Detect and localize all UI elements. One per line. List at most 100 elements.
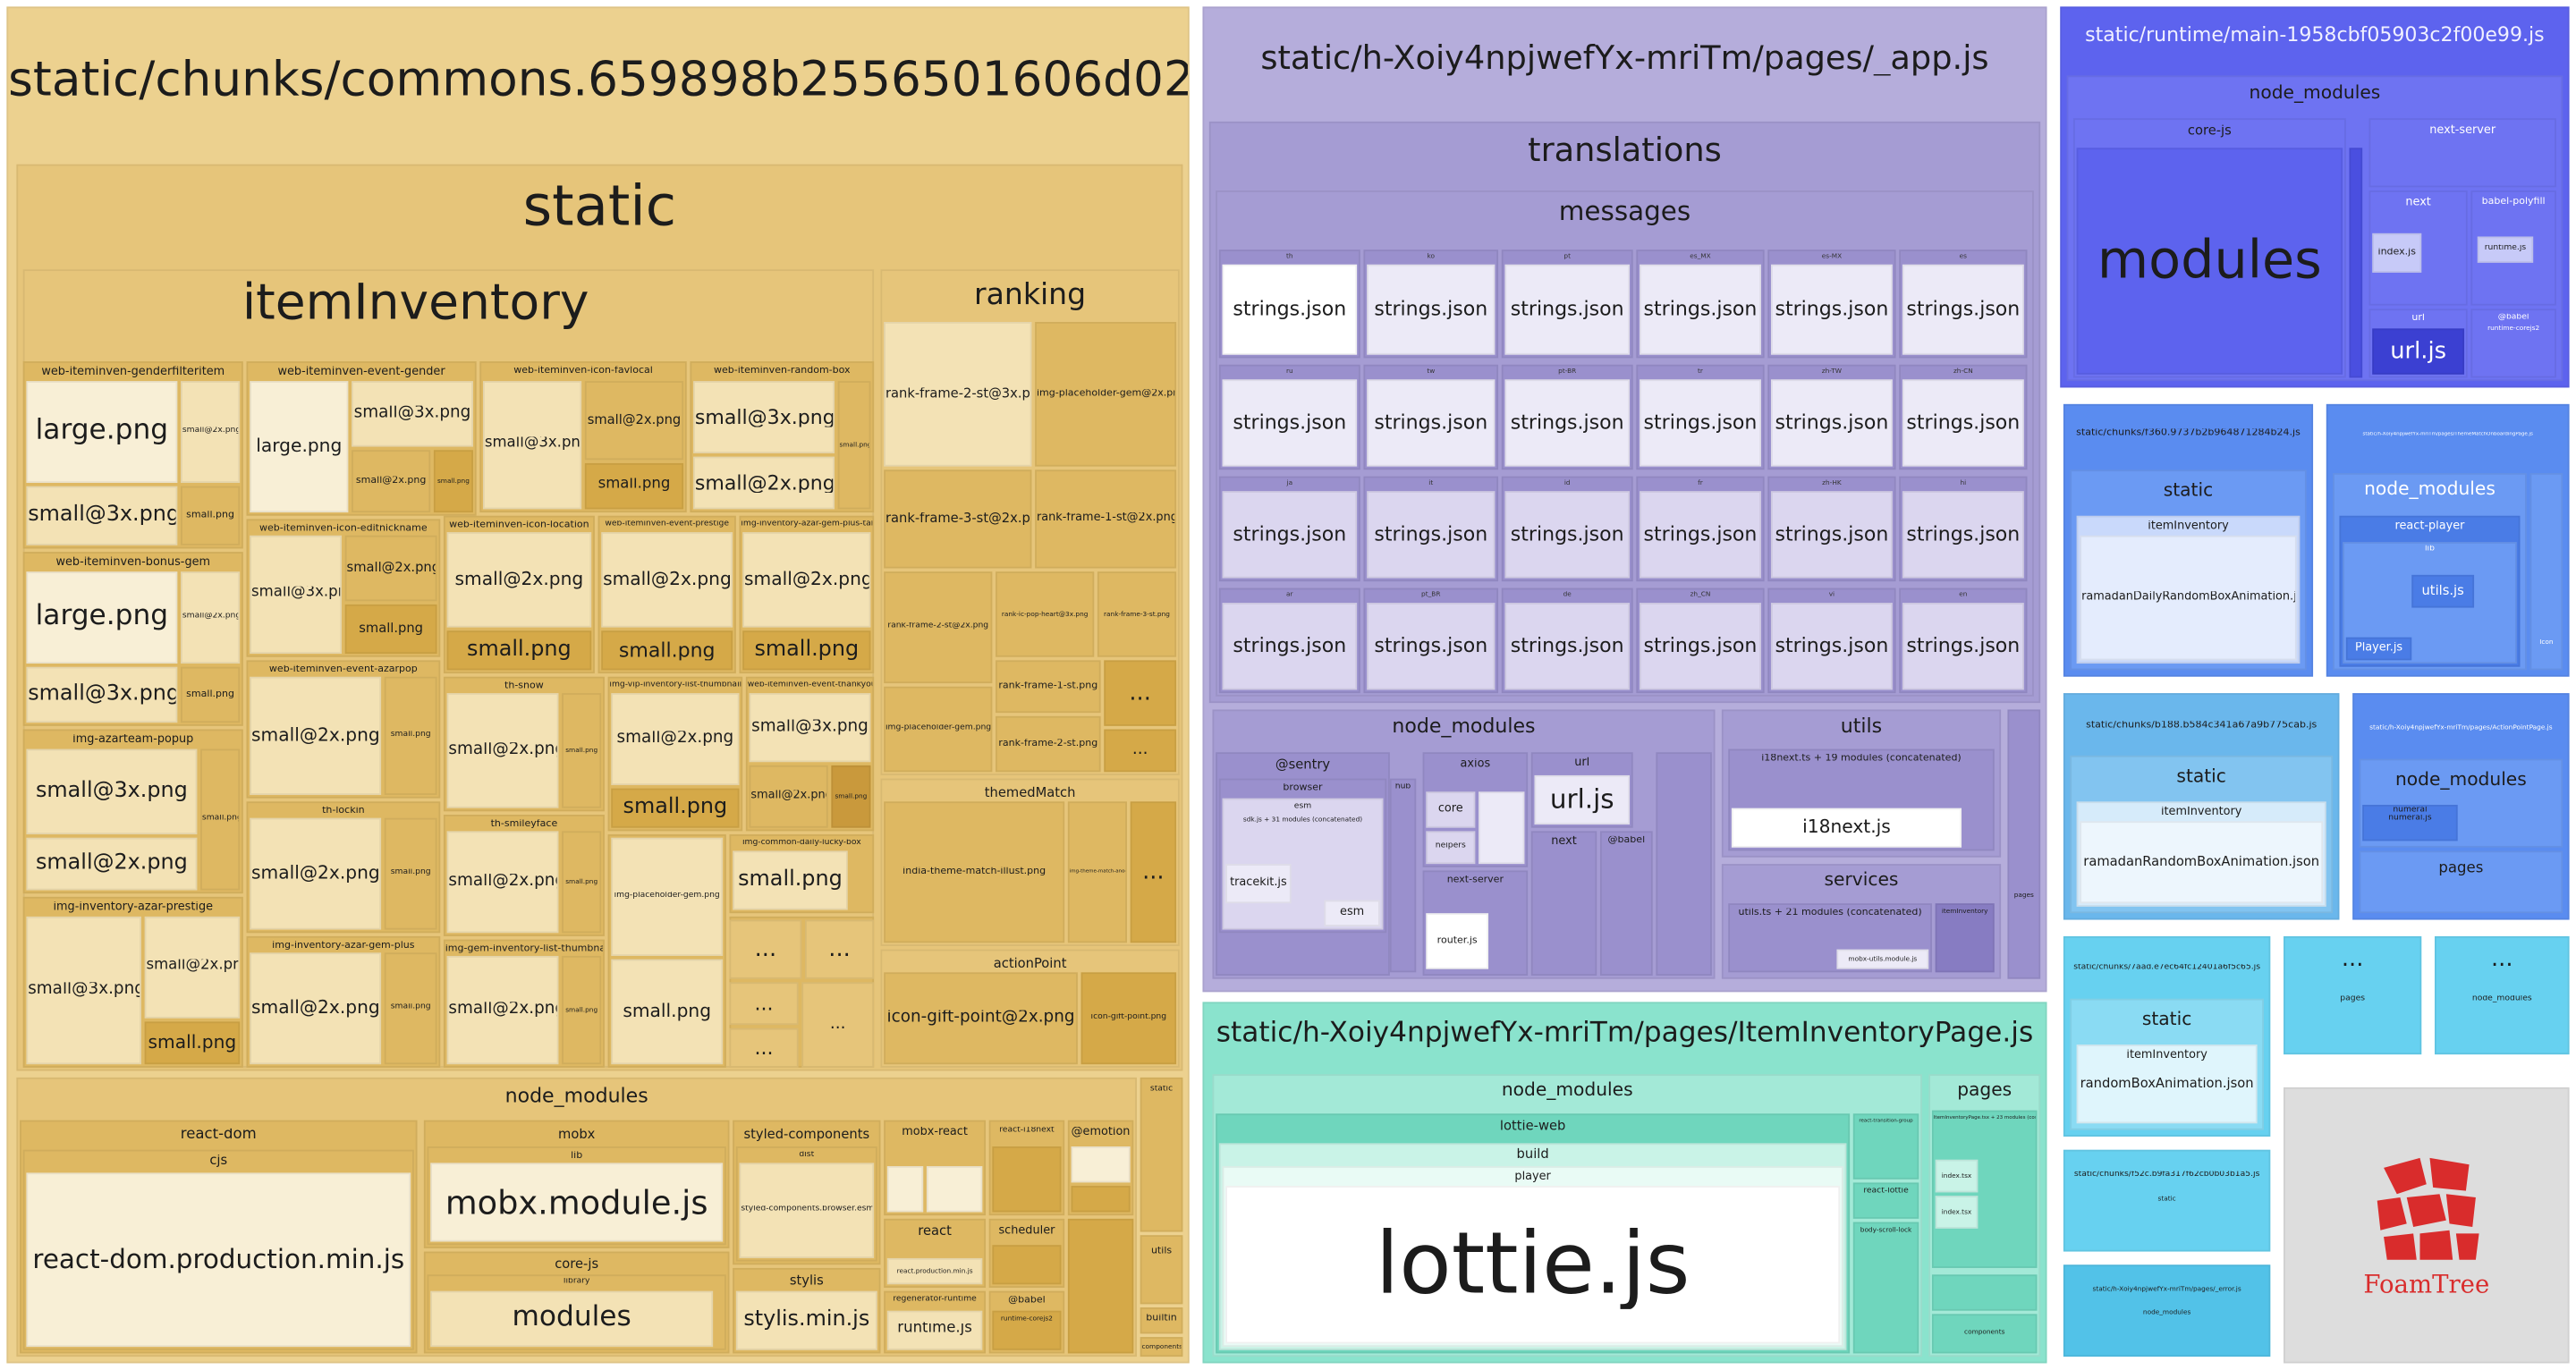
file-small-2x[interactable]: small@2x.png bbox=[446, 831, 559, 934]
runtime-url-js[interactable]: url.js bbox=[2372, 328, 2465, 375]
file-small-3x[interactable]: small@3x.png bbox=[250, 535, 343, 655]
file-small-3x[interactable]: small@3x.png bbox=[26, 748, 198, 835]
file-small-2x[interactable]: small@2x.png bbox=[250, 817, 382, 930]
file-strings-json[interactable]: strings.json bbox=[1640, 491, 1761, 579]
file-icon-gift-2x[interactable]: icon-gift-point@2x.png bbox=[884, 972, 1078, 1065]
file-icon-gift[interactable]: icon-gift-point.png bbox=[1080, 972, 1177, 1065]
file-india-theme[interactable]: india-theme-match-illust.png bbox=[884, 801, 1065, 943]
file-index-tsx[interactable]: index.tsx bbox=[1935, 1159, 1979, 1193]
file-strings-json[interactable]: strings.json bbox=[1504, 491, 1631, 579]
onboarding-side[interactable]: Icon bbox=[2529, 472, 2563, 671]
file-small-3x[interactable]: small@3x.png bbox=[26, 486, 178, 545]
file-strings-json[interactable]: strings.json bbox=[1770, 264, 1893, 355]
file-strings-json[interactable]: strings.json bbox=[1770, 603, 1893, 690]
file-strings-json[interactable]: strings.json bbox=[1902, 491, 2024, 579]
file-strings-json[interactable]: strings.json bbox=[1367, 379, 1496, 467]
file-ramadan-random[interactable]: ramadanRandomBoxAnimation.json bbox=[2080, 821, 2324, 904]
file-rank-frame-1-st-2x[interactable]: rank-frame-1-st@2x.png bbox=[1035, 469, 1177, 569]
file-small[interactable]: small.png bbox=[611, 959, 724, 1065]
file-small[interactable]: small.png bbox=[200, 748, 241, 891]
file-strings-json[interactable]: strings.json bbox=[1367, 264, 1496, 355]
runtime-misc[interactable] bbox=[2349, 148, 2363, 378]
file-img-placeholder-gem-2x[interactable]: img-placeholder-gem@2x.png bbox=[1035, 321, 1177, 467]
ellipsis-box[interactable]: ... bbox=[729, 1028, 799, 1068]
file-strings-json[interactable]: strings.json bbox=[1640, 379, 1761, 467]
file-small-3x[interactable]: small@3x.png bbox=[749, 693, 871, 763]
file-small[interactable]: small.png bbox=[144, 1021, 241, 1065]
file-small-2x[interactable]: small@2x.png bbox=[144, 916, 241, 1019]
file-rank-frame-2-st-2x[interactable]: rank-frame-2-st@2x.png bbox=[884, 571, 993, 684]
file-small-2x[interactable]: small@2x.png bbox=[749, 765, 828, 828]
ellipsis-box[interactable]: ... bbox=[729, 982, 799, 1026]
misc-packages[interactable] bbox=[1656, 752, 1712, 976]
services-iteminventory[interactable]: itemInventory bbox=[1935, 903, 1995, 973]
file-lottie[interactable]: lottie.js bbox=[1225, 1186, 1841, 1344]
file-large[interactable]: large.png bbox=[26, 571, 178, 664]
file-small-2x[interactable]: small@2x.png bbox=[693, 456, 835, 510]
file-small-2x[interactable]: small@2x.png bbox=[352, 450, 431, 513]
body-scroll-lock[interactable]: body-scroll-lock bbox=[1852, 1222, 1919, 1354]
file-strings-json[interactable]: strings.json bbox=[1902, 603, 2024, 690]
file-strings-json[interactable]: strings.json bbox=[1222, 603, 1358, 690]
file-small-2x[interactable]: small@2x.png bbox=[611, 693, 740, 785]
file-small-2x[interactable]: small@2x.png bbox=[601, 532, 733, 628]
file-runtime[interactable]: runtime.js bbox=[886, 1310, 983, 1350]
file-url-js[interactable]: url.js bbox=[1534, 774, 1631, 825]
ellipsis-box[interactable]: ... bbox=[804, 919, 875, 979]
runtime-index[interactable]: index.js bbox=[2372, 233, 2422, 273]
file-small-2x[interactable]: small@2x.png bbox=[250, 676, 382, 795]
file-small-2x[interactable]: small@2x.png bbox=[26, 837, 198, 891]
file-small-2x[interactable]: small@2x.png bbox=[584, 381, 684, 461]
runtime-runtime-js[interactable]: runtime.js bbox=[2477, 236, 2534, 263]
react-i18next-dist[interactable] bbox=[992, 1146, 1062, 1213]
file-small[interactable]: small.png bbox=[384, 952, 437, 1065]
babel-package[interactable]: @babel bbox=[1599, 831, 1653, 976]
file-small-3x[interactable]: small@3x.png bbox=[693, 381, 835, 453]
ellipsis-box[interactable]: ... bbox=[1130, 801, 1177, 943]
file-small[interactable]: small.png bbox=[384, 676, 437, 795]
file-small-2x[interactable]: small@2x.png bbox=[446, 693, 559, 808]
file-strings-json[interactable]: strings.json bbox=[1367, 603, 1496, 690]
file-index-tsx[interactable]: index.tsx bbox=[1935, 1196, 1979, 1229]
file-large[interactable]: large.png bbox=[250, 381, 349, 513]
commons-side-utils[interactable]: utils bbox=[1140, 1235, 1183, 1305]
file-strings-json[interactable]: strings.json bbox=[1504, 603, 1631, 690]
iip-components[interactable] bbox=[1931, 1274, 2038, 1311]
sentry-hub[interactable]: hub bbox=[1389, 778, 1417, 973]
file-small[interactable]: small.png bbox=[601, 630, 733, 671]
file-strings-json[interactable]: strings.json bbox=[1640, 264, 1761, 355]
file-strings-json[interactable]: strings.json bbox=[1367, 491, 1496, 579]
file-small-2x[interactable]: small@2x.png bbox=[446, 532, 592, 628]
runtime-corejs2[interactable]: runtime-corejs2 bbox=[992, 1310, 1062, 1350]
file-rank-frame-2-st[interactable]: rank-frame-2-st.png bbox=[996, 715, 1101, 773]
file-styled-components[interactable]: styled-components.browser.esm.js bbox=[739, 1163, 875, 1258]
file-i18next[interactable]: i18next.js bbox=[1731, 808, 1962, 848]
mobx-react-dist[interactable] bbox=[886, 1166, 924, 1213]
file-react-production[interactable]: react.production.min.js bbox=[886, 1257, 983, 1285]
file-mobx-module[interactable]: mobx.module.js bbox=[430, 1163, 724, 1242]
runtime-modules[interactable]: modules bbox=[2076, 148, 2343, 375]
file-utils-js[interactable]: utils.js bbox=[2411, 574, 2475, 608]
core-js-modules[interactable]: modules bbox=[430, 1290, 714, 1348]
file-stylis[interactable]: stylis.min.js bbox=[735, 1290, 877, 1350]
misc-node-module[interactable] bbox=[1067, 1218, 1134, 1354]
file-player-js[interactable]: Player.js bbox=[2345, 637, 2412, 661]
file-small[interactable]: small.png bbox=[584, 462, 684, 510]
error-page-chunk[interactable]: static/h-Xoiy4npjwefYx-mriTm/pages/_erro… bbox=[2063, 1264, 2271, 1357]
sentry-esm[interactable]: esm sdk.js + 31 modules (concatenated) bbox=[1222, 798, 1384, 930]
ellipsis-box[interactable]: ... bbox=[801, 982, 875, 1068]
file-rank-frame-3-st[interactable]: rank-frame-3-st.png bbox=[1097, 571, 1177, 657]
file-small-2x[interactable]: small@2x.png bbox=[742, 532, 871, 628]
file-small[interactable]: small.png bbox=[831, 765, 871, 828]
emotion-other[interactable] bbox=[1071, 1186, 1131, 1213]
scheduler-cjs[interactable] bbox=[992, 1245, 1062, 1285]
file-small-3x[interactable]: small@3x.png bbox=[26, 666, 178, 723]
next-package[interactable]: next bbox=[1530, 831, 1597, 976]
file-strings-json[interactable]: strings.json bbox=[1222, 491, 1358, 579]
file-small[interactable]: small.png bbox=[611, 788, 740, 828]
services-utils-concat[interactable]: utils.ts + 21 modules (concatenated) bbox=[1728, 903, 1932, 973]
file-small[interactable]: small.png bbox=[433, 450, 473, 513]
file-strings-json[interactable]: strings.json bbox=[1504, 264, 1631, 355]
file-tracekit[interactable]: tracekit.js bbox=[1225, 864, 1292, 904]
file-rank-ic-pop-heart[interactable]: rank-ic-pop-heart@3x.png bbox=[996, 571, 1095, 657]
